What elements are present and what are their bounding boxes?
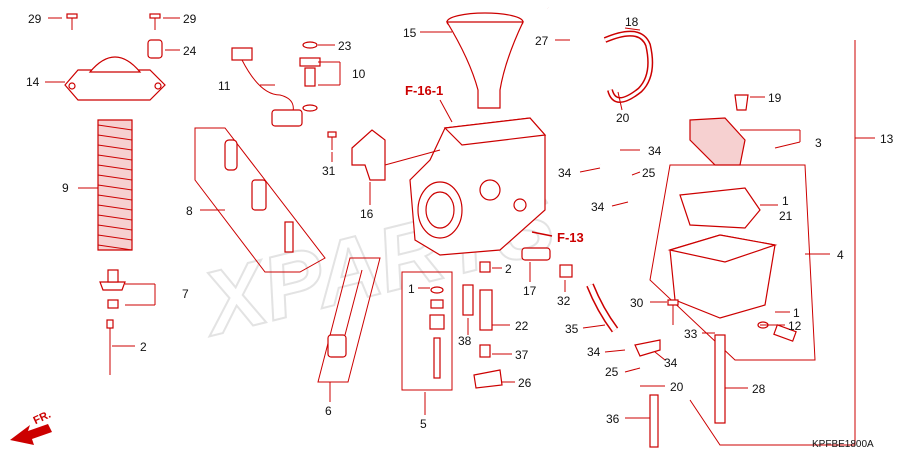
ref-label-f13[interactable]: F-13 (557, 230, 584, 245)
callout-1: 1 (408, 282, 415, 296)
needle-set-10[interactable] (299, 41, 321, 112)
valve-17[interactable] (521, 247, 551, 261)
callout-31: 31 (322, 164, 336, 178)
callout-13: 13 (880, 132, 894, 146)
front-direction-arrow-icon: FR. (10, 409, 53, 445)
callout-15: 15 (403, 26, 417, 40)
callout-25: 25 (605, 365, 619, 379)
kit-frame-5 (401, 271, 453, 391)
tube-28[interactable] (714, 334, 726, 424)
vent-tube-27[interactable] (547, 6, 602, 166)
callout-7: 7 (182, 287, 189, 301)
screw-29-right[interactable] (149, 13, 161, 30)
kit-frame-4 (649, 164, 816, 361)
callout-26: 26 (518, 376, 532, 390)
pilot-screw-set-8[interactable] (224, 139, 294, 253)
callout-25: 25 (642, 166, 656, 180)
callout-20: 20 (670, 380, 684, 394)
gasket-21[interactable] (679, 187, 761, 229)
kit-frame-8 (194, 127, 326, 273)
callout-9: 9 (62, 181, 69, 195)
callout-35: 35 (565, 322, 579, 336)
callout-36: 36 (606, 412, 620, 426)
screw-30[interactable] (667, 299, 679, 325)
callout-2: 2 (140, 340, 147, 354)
fr-label: FR. (32, 409, 53, 427)
callout-1: 1 (793, 306, 800, 320)
drain-tube-35[interactable] (586, 283, 619, 333)
callout-12: 12 (788, 319, 802, 333)
vacuum-chamber-cover[interactable] (64, 56, 166, 101)
needle-holder-7[interactable] (99, 269, 126, 309)
callout-21: 21 (779, 209, 793, 223)
callout-10: 10 (352, 67, 366, 81)
callout-11: 11 (218, 79, 231, 93)
callout-29: 29 (28, 12, 42, 26)
callout-3: 3 (815, 136, 822, 150)
float-3[interactable] (689, 117, 746, 166)
valve-19[interactable] (734, 94, 749, 111)
callout-30: 30 (630, 296, 644, 310)
holder-24[interactable] (147, 39, 163, 59)
callout-2: 2 (505, 262, 512, 276)
bracket-16[interactable] (351, 129, 386, 181)
callout-20: 20 (616, 111, 630, 125)
jet-set-22[interactable] (462, 261, 503, 389)
compression-spring[interactable] (97, 119, 133, 251)
callout-29: 29 (183, 12, 197, 26)
callout-5: 5 (420, 417, 427, 431)
callout-4: 4 (837, 248, 844, 262)
ref-label-f16-1[interactable]: F-16-1 (405, 83, 443, 98)
callout-33: 33 (684, 327, 698, 341)
callout-34: 34 (587, 345, 601, 359)
callout-1: 1 (782, 194, 789, 208)
vent-tube-18[interactable] (603, 30, 654, 103)
tube-36[interactable] (649, 394, 659, 448)
callout-19: 19 (768, 91, 782, 105)
funnel-15[interactable] (445, 12, 524, 109)
screw-31[interactable] (327, 131, 337, 150)
heater-harness-11[interactable] (231, 47, 303, 127)
jet-needle-2[interactable] (106, 319, 114, 375)
kit-frame-13 (689, 40, 856, 446)
leader-lines (45, 17, 875, 419)
callout-34: 34 (648, 144, 662, 158)
callout-6: 6 (325, 404, 332, 418)
callout-32: 32 (557, 294, 571, 308)
callout-34: 34 (591, 200, 605, 214)
callout-37: 37 (515, 348, 529, 362)
joint-25[interactable] (634, 339, 661, 357)
callout-24: 24 (183, 44, 197, 58)
callout-23: 23 (338, 39, 352, 53)
jet-set-5[interactable] (429, 286, 445, 379)
throttle-stop-6[interactable] (327, 269, 363, 358)
callout-27: 27 (535, 34, 549, 48)
carburetor-body[interactable] (409, 117, 547, 256)
callout-18: 18 (625, 15, 639, 29)
callout-34: 34 (558, 166, 572, 180)
callout-38: 38 (458, 334, 472, 348)
callout-22: 22 (515, 319, 529, 333)
callout-17: 17 (523, 284, 537, 298)
screw-32[interactable] (559, 264, 573, 278)
screw-29-left[interactable] (66, 13, 78, 30)
callout-8: 8 (186, 204, 193, 218)
diagram-code: KPFBE1800A (812, 439, 874, 450)
callout-34: 34 (664, 356, 678, 370)
callout-28: 28 (752, 382, 766, 396)
callout-16: 16 (360, 207, 374, 221)
kit-frame-6 (317, 257, 381, 383)
float-chamber[interactable] (667, 234, 778, 319)
callout-14: 14 (26, 75, 40, 89)
